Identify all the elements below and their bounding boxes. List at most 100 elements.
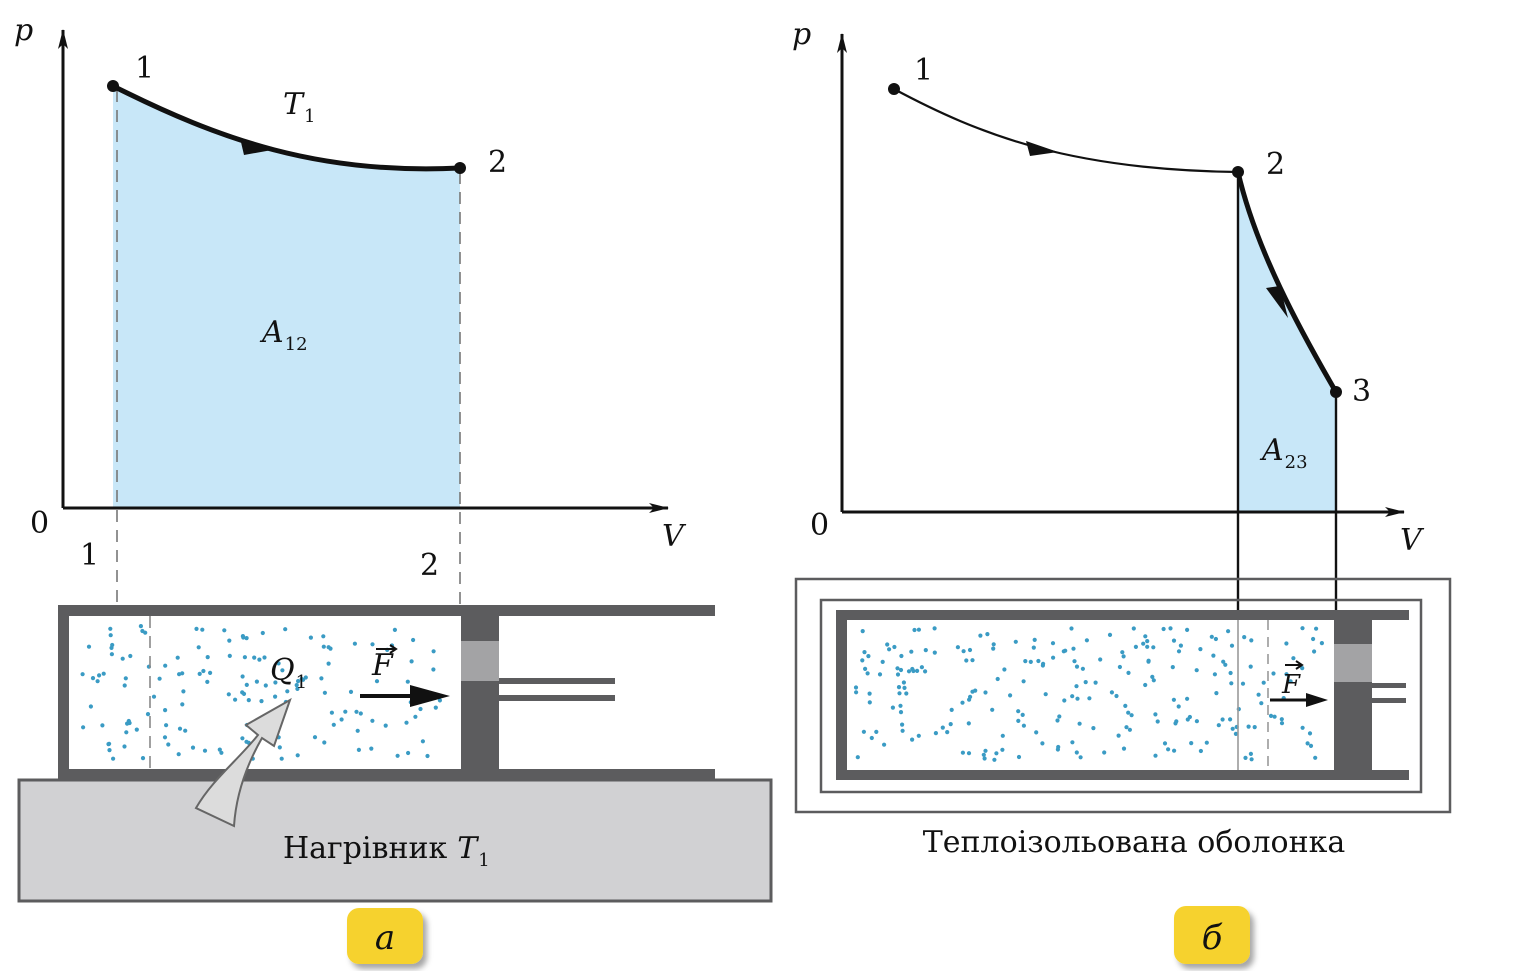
gas-molecule (252, 655, 257, 660)
gas-molecule (280, 668, 285, 673)
gas-molecule (240, 674, 245, 679)
gas-molecule (205, 655, 210, 660)
gas-molecule (1028, 659, 1033, 665)
gas-molecule (1151, 678, 1156, 683)
gas-molecule (257, 657, 262, 662)
gas-molecule (138, 624, 143, 629)
gas-molecule (865, 671, 870, 676)
state-point-1-b (888, 83, 900, 95)
gas-molecule (1020, 712, 1025, 718)
gas-molecule (1308, 743, 1314, 749)
gas-molecule (369, 746, 374, 751)
gas-molecule (88, 704, 93, 709)
gas-molecule (262, 655, 267, 660)
gas-molecule (1314, 626, 1319, 631)
gas-molecule (867, 691, 872, 696)
gas-molecule (1209, 634, 1214, 639)
gas-molecule (1087, 696, 1092, 701)
gas-molecule (123, 676, 128, 681)
point-3-label-b: 3 (1352, 374, 1371, 409)
gas-molecule (1141, 641, 1146, 646)
gas-molecule (355, 728, 360, 733)
gas-molecule (966, 721, 971, 726)
gas-molecule (226, 692, 231, 697)
gas-molecule (1171, 638, 1177, 643)
gas-molecule (108, 633, 113, 638)
gas-molecule (940, 725, 945, 730)
gas-molecule (961, 649, 966, 654)
gas-molecule (1259, 701, 1264, 706)
gas-molecule (140, 628, 145, 634)
gas-molecule (916, 733, 921, 738)
gas-molecule (960, 750, 966, 755)
gas-molecule (108, 626, 113, 631)
point-1-label: 1 (135, 51, 154, 86)
piston-b (1334, 620, 1372, 770)
v-tick-1-label: 1 (80, 538, 99, 573)
gas-molecule (295, 753, 300, 758)
gas-molecule (967, 647, 973, 653)
gas-molecule (404, 720, 409, 725)
gas-molecule (923, 669, 928, 674)
gas-molecule (862, 650, 867, 655)
gas-molecule (932, 626, 937, 631)
heat-q1-label: Q1 (270, 653, 307, 693)
gas-molecule (966, 751, 972, 756)
gas-molecule (861, 729, 867, 734)
gas-molecule (140, 756, 146, 761)
gas-molecule (1319, 641, 1324, 646)
gas-molecule (431, 649, 436, 654)
gas-molecule (877, 672, 883, 677)
gas-molecule (122, 683, 127, 688)
gas-molecule (1071, 646, 1076, 651)
gas-molecule (1228, 717, 1233, 722)
gas-molecule (970, 689, 975, 694)
isotherm-curve-b (893, 88, 1239, 174)
gas-molecule (1074, 664, 1080, 669)
gas-molecule (181, 689, 186, 694)
gas-molecule (1198, 748, 1203, 754)
gas-molecule (1268, 713, 1274, 719)
gas-molecule (1194, 668, 1199, 673)
gas-molecule (1055, 747, 1060, 752)
gas-molecule (208, 670, 213, 676)
gas-molecule (1305, 741, 1310, 746)
gas-molecule (1016, 754, 1022, 760)
gas-molecule (904, 691, 909, 696)
gas-molecule (967, 697, 972, 702)
gas-molecule (1055, 718, 1060, 723)
gas-molecule (1161, 626, 1166, 632)
gas-molecule (1248, 664, 1253, 669)
gas-molecule (183, 728, 188, 733)
cylinder-wall-top (58, 605, 715, 616)
gas-molecule (994, 751, 999, 756)
panel-tag-b-text: б (1202, 918, 1223, 958)
gas-molecule (898, 710, 904, 715)
gas-molecule (244, 682, 249, 688)
piston-b-rod-upper (1372, 683, 1406, 688)
gas-molecule (932, 650, 937, 655)
gas-molecule (134, 727, 139, 732)
gas-molecule (882, 742, 887, 747)
gas-molecule (295, 686, 300, 692)
gas-molecule (100, 723, 105, 728)
gas-molecule (90, 676, 96, 681)
gas-molecule (1016, 718, 1021, 724)
gas-molecule (983, 748, 988, 753)
gas-molecule (887, 647, 892, 652)
isotherm-direction-arrow (240, 138, 272, 155)
gas-molecule (880, 659, 885, 665)
force-arrow-b-head (1306, 693, 1328, 707)
gas-molecule (960, 700, 965, 705)
gas-molecule (263, 683, 268, 688)
gas-molecule (1078, 755, 1083, 760)
gas-molecule (1249, 757, 1254, 762)
gas-molecule (1185, 627, 1190, 633)
gas-molecule (164, 723, 169, 728)
gas-molecule (374, 679, 380, 684)
gas-molecule (1145, 639, 1150, 644)
gas-molecule (1240, 681, 1246, 686)
gas-molecule (1051, 655, 1056, 660)
gas-molecule (1074, 684, 1079, 689)
gas-molecule (1155, 719, 1160, 724)
